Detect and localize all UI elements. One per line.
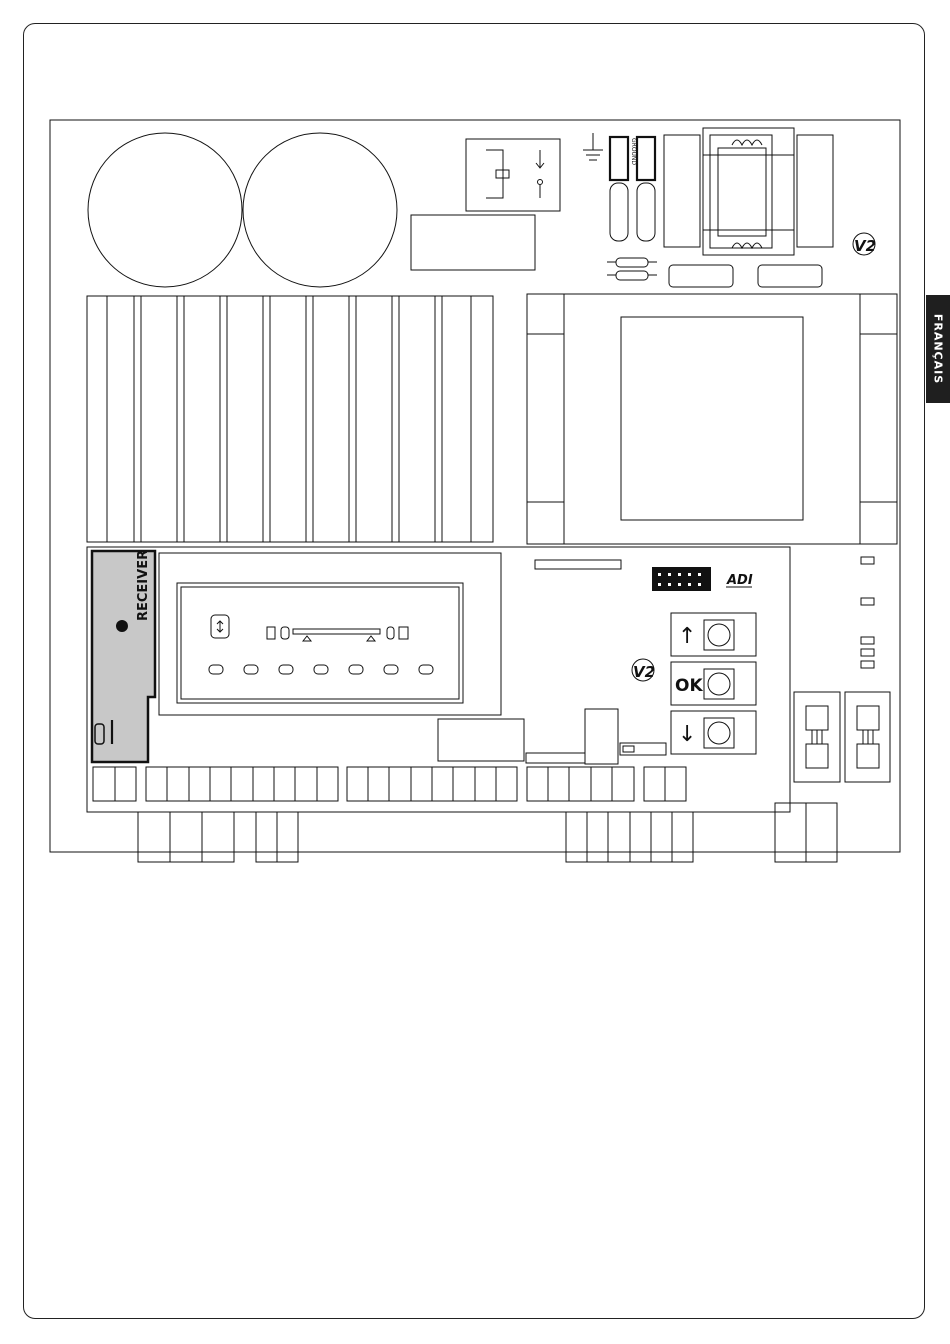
ok-button[interactable]: OK [671,662,756,705]
down-button[interactable]: ↓ [671,711,756,754]
relay [466,139,560,211]
fuse-1 [610,183,628,241]
svg-text:V2: V2 [633,663,655,681]
terminal-block-2 [146,767,338,801]
capacitor-left [88,133,242,287]
component-tall [585,709,618,764]
module-box [411,215,535,270]
terminal-block-6 [138,812,234,862]
fuse-holder-right [845,692,890,782]
receiver-label: RECEIVER [136,550,151,621]
terminal-block-8 [566,812,693,862]
receiver-module: RECEIVER [92,550,155,762]
terminal-block-1 [93,767,136,801]
lcd-display [159,553,501,715]
capacitor-right [243,133,397,287]
terminal-block-5 [644,767,686,801]
terminal-block-3 [347,767,517,801]
jumper-small [623,746,634,752]
fuse-2 [637,183,655,241]
resistors [607,258,657,280]
ok-label: OK [675,676,703,696]
v2-logo-top: V2 [853,233,876,255]
status-leds [861,557,874,668]
adi-connector [652,567,711,591]
ground-terminal-right [637,137,655,180]
up-button[interactable]: ↑ [671,613,756,656]
v2-logo-board: V2 [632,659,655,681]
component-block-right [797,135,833,247]
component-oval-2 [758,265,822,287]
connector-strip [535,560,621,569]
component-strip [526,753,585,763]
terminal-block-4 [527,767,634,801]
up-arrow-icon: ↑ [678,624,696,649]
toroid-transformer [703,128,794,255]
terminal-block-7 [256,812,298,862]
fuse-holder-left [794,692,840,782]
ground-label: GROUND [630,138,637,165]
component-box [438,719,524,761]
component-oval-1 [669,265,733,287]
svg-text:V2: V2 [854,237,876,255]
adi-label: ADI [726,573,753,588]
component-block-left [664,135,700,247]
ground-icon [583,133,603,160]
main-transformer [527,294,897,544]
jumper-row [620,743,666,755]
heatsink [87,296,493,542]
ground-terminal-left [610,137,628,180]
down-arrow-icon: ↓ [678,722,696,747]
